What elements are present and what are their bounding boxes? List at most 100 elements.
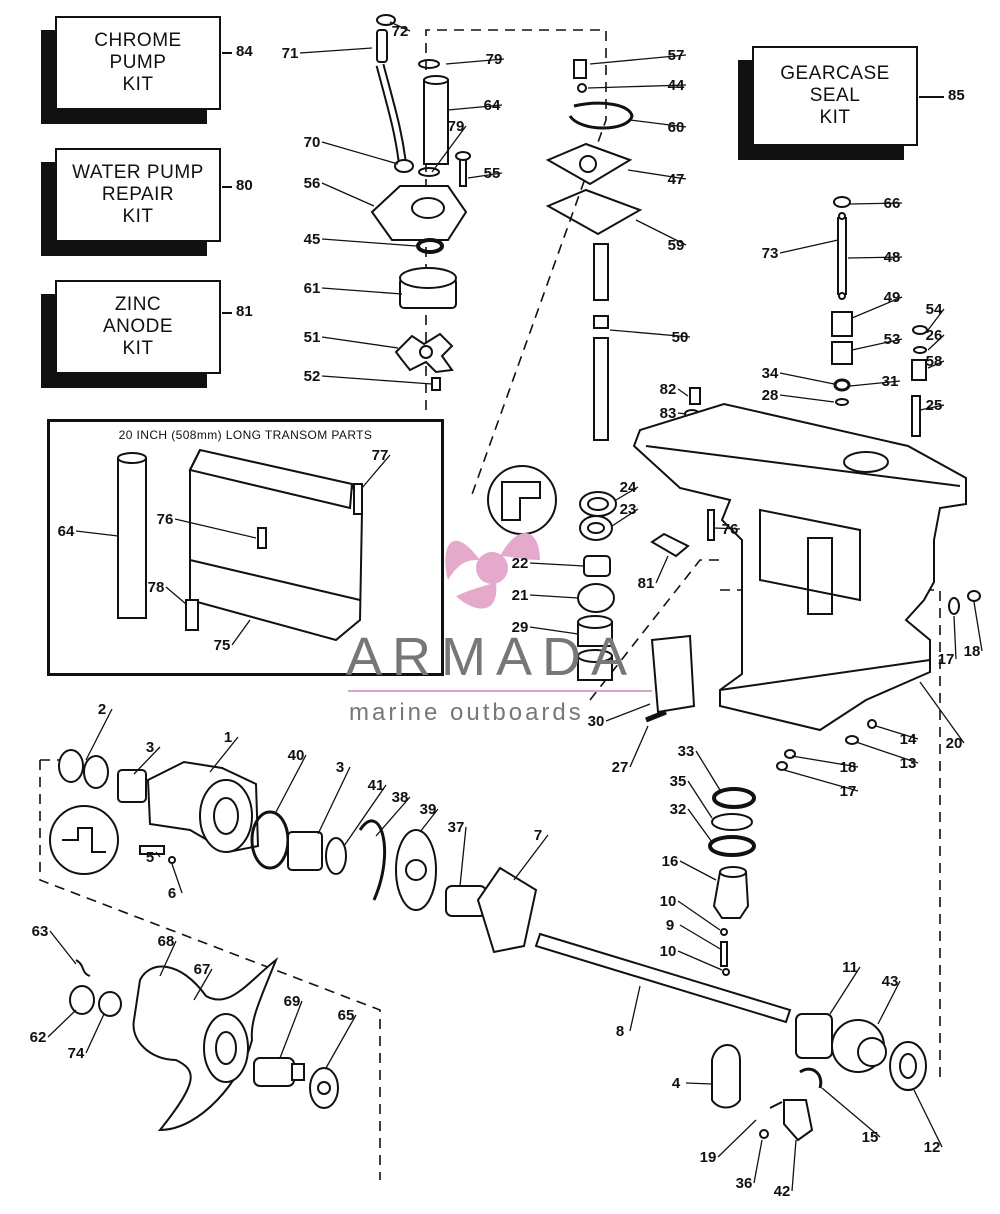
part-number-label: 31 [882,373,899,390]
part-leader-line [849,202,903,205]
part-leader-line [627,169,687,180]
water-pump-repair-kit-label: WATER PUMP REPAIR KIT [72,162,204,227]
part-number-label: 11 [842,959,858,976]
part-leader-line [133,746,161,775]
part-number-label: 39 [420,801,437,818]
part-leader-line [321,182,375,207]
part-number-label: 60 [668,119,685,136]
part-number-label: 42 [774,1183,791,1200]
part-number-label: 30 [588,713,605,730]
part-number-label: 2 [98,701,106,718]
part-leader-line [927,360,945,369]
water-pump-repair-kit-box: WATER PUMP REPAIR KIT [55,148,221,242]
part-leader-line [389,21,411,32]
part-number-label: 40 [288,747,305,764]
kit-leader-line [222,312,232,314]
part-leader-line [615,486,639,501]
part-number-label: 12 [924,1139,941,1156]
part-leader-line [49,930,77,965]
part-leader-line [587,84,687,89]
part-number-label: 17 [938,651,955,668]
part-number-label: 58 [926,353,943,370]
part-number-label: 17 [840,783,857,800]
part-leader-line [695,750,721,791]
part-number-label: 25 [926,397,943,414]
part-number-label: 20 [946,735,963,752]
part-leader-line [47,1009,77,1038]
kit-leader-line [222,52,232,54]
part-number-label: 76 [157,511,174,528]
part-number-label: 45 [304,231,321,248]
gearcase-seal-kit-box: GEARCASE SEAL KIT [752,46,918,146]
part-leader-line [611,508,639,527]
part-number-label: 16 [662,853,679,870]
chrome-pump-kit-label: CHROME PUMP KIT [94,30,182,95]
watermark-logo [445,532,540,609]
part-number-label: 18 [964,643,981,660]
part-number-label: 53 [884,331,901,348]
part-leader-line [171,863,183,894]
part-leader-line [529,626,579,635]
chrome-pump-kit-number: 84 [236,43,253,60]
part-leader-line [209,736,239,773]
part-leader-line [779,239,839,254]
part-number-label: 9 [666,917,674,934]
part-number-label: 15 [862,1129,879,1146]
part-number-label: 55 [484,165,501,182]
part-number-label: 75 [214,637,231,654]
part-leader-line [419,808,439,833]
part-number-label: 3 [146,739,154,756]
part-number-label: 73 [762,245,779,262]
part-number-label: 65 [338,1007,355,1024]
part-number-label: 54 [926,301,943,318]
part-number-label: 67 [194,961,211,978]
part-leader-line [629,119,687,128]
kit-leader-line [919,96,944,98]
part-number-label: 38 [392,789,409,806]
part-leader-line [855,741,919,764]
part-leader-line [687,780,713,819]
part-number-label: 4 [672,1075,681,1092]
part-leader-line [753,1139,763,1184]
part-leader-line [679,860,717,881]
part-number-label: 69 [284,993,301,1010]
part-leader-line [717,1119,757,1158]
part-leader-line [589,54,687,65]
part-number-label: 32 [670,801,687,818]
part-leader-line [321,287,403,295]
part-leader-line [849,380,901,387]
gearcase-seal-kit-label: GEARCASE SEAL KIT [780,63,890,128]
water-pump-repair-kit-number: 80 [236,177,253,194]
part-number-label: 14 [900,731,917,748]
part-leader-line [927,334,945,351]
part-leader-line [655,555,669,584]
part-number-label: 35 [670,773,687,790]
part-number-label: 59 [668,237,685,254]
part-leader-line [459,826,467,887]
part-leader-line [467,172,503,179]
part-number-label: 21 [512,587,529,604]
part-number-label: 7 [534,827,542,844]
part-leader-line [919,681,965,744]
part-number-label: 66 [884,195,901,212]
part-number-label: 68 [158,933,175,950]
part-number-label: 49 [884,289,901,306]
part-leader-line [513,834,549,881]
part-leader-line [317,766,351,835]
part-number-label: 44 [668,77,685,94]
part-number-label: 72 [392,23,409,40]
part-number-label: 24 [620,479,637,496]
part-number-label: 77 [372,447,389,464]
part-leader-line [847,256,903,259]
part-number-label: 56 [304,175,321,192]
part-leader-line [791,1139,797,1192]
part-leader-line [919,404,945,411]
part-leader-line [973,601,983,652]
part-leader-line [635,219,687,246]
part-number-label: 28 [762,387,779,404]
part-number-label: 78 [148,579,165,596]
part-leader-line [685,1082,713,1085]
part-number-label: 10 [660,893,677,910]
part-number-label: 74 [68,1045,85,1062]
